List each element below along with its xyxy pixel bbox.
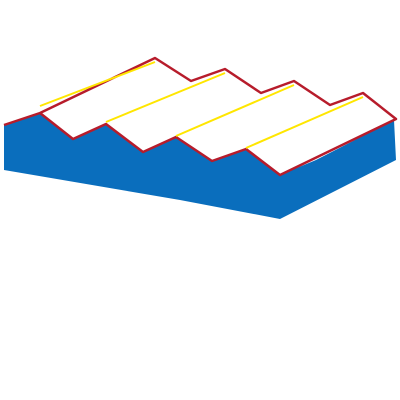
roof-face-4 [246, 93, 396, 175]
roof-face-3 [176, 81, 330, 161]
roof-face-2 [106, 69, 261, 152]
ridge-line-1 [39, 61, 156, 107]
roof-face-1 [40, 58, 191, 139]
ridge-line-4 [245, 96, 364, 149]
roof-outline [3, 56, 398, 177]
ridge-line-2 [105, 72, 226, 123]
ridge-line-3 [175, 84, 295, 137]
roof-base-shape [4, 113, 396, 219]
